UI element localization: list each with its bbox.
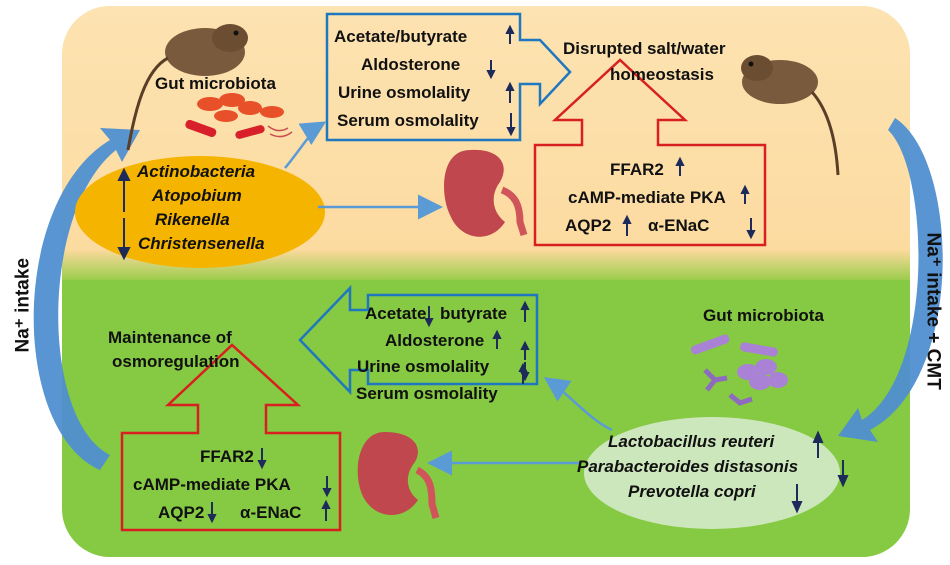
top-outcome-line-1: Disrupted salt/water <box>563 39 726 58</box>
kidney-icon <box>357 432 440 519</box>
bottom-receptor-ffar2: FFAR2 <box>200 447 254 466</box>
bottom-metabolite-4: Serum osmolality <box>356 384 498 403</box>
up-arrow-icon <box>505 81 515 103</box>
top-taxon-2: Atopobium <box>152 186 242 205</box>
top-receptor-aqp2: AQP2 <box>565 216 612 235</box>
top-taxon-1: Actinobacteria <box>137 162 256 181</box>
left-curved-arrow <box>33 128 140 470</box>
right-curved-arrow <box>838 118 943 442</box>
top-metabolite-4: Serum osmolality <box>337 111 479 130</box>
bottom-metabolite-1a: Acetate <box>365 304 427 323</box>
down-arrow-icon <box>257 448 267 470</box>
up-arrow-icon <box>505 24 515 44</box>
right-side-label: Na⁺ intake + CMT <box>922 232 944 390</box>
top-blue-arrow <box>325 12 572 142</box>
top-receptor-pka: cAMP-mediate PKA <box>568 188 726 207</box>
up-arrow-icon <box>492 329 502 349</box>
down-arrow-icon <box>791 484 803 514</box>
up-arrow-icon <box>675 156 685 176</box>
bottom-taxon-2: Parabacteroides distasonis <box>577 457 799 476</box>
bottom-metabolite-1b: butyrate <box>440 304 508 323</box>
top-metabolite-3: Urine osmolality <box>338 83 471 102</box>
up-arrow-icon <box>812 430 824 458</box>
bottom-metabolite-2: Aldosterone <box>385 331 485 350</box>
bottom-outcome-line-1: Maintenance of <box>108 328 232 347</box>
up-arrow-icon <box>518 362 528 384</box>
down-arrow-icon <box>207 502 217 524</box>
gerbil-icon <box>741 55 840 176</box>
up-arrow-icon <box>740 184 750 204</box>
down-arrow-icon <box>506 113 516 137</box>
kidney-icon <box>444 149 528 237</box>
bacteria-icon <box>185 93 293 139</box>
top-metabolite-2: Aldosterone <box>361 55 461 74</box>
top-outcome-line-2: homeostasis <box>610 65 714 84</box>
down-arrow-icon <box>424 306 434 328</box>
top-red-arrow <box>533 58 767 247</box>
bacteria-icon <box>690 334 788 406</box>
up-arrow-icon <box>520 300 530 322</box>
bottom-taxon-1: Lactobacillus reuteri <box>608 432 775 451</box>
bottom-metabolite-3: Urine osmolality <box>357 357 490 376</box>
bottom-taxa-ellipse <box>584 417 840 529</box>
up-arrow-icon <box>622 214 632 236</box>
down-arrow-icon <box>837 460 849 488</box>
up-arrow-icon <box>321 499 331 521</box>
top-taxon-4: Christensenella <box>138 234 265 253</box>
bottom-receptor-aqp2: AQP2 <box>158 503 205 522</box>
down-arrow-icon <box>746 218 756 240</box>
bottom-outcome-line-2: osmoregulation <box>112 352 240 371</box>
bottom-taxon-3: Prevotella copri <box>628 482 756 501</box>
left-side-label: Na⁺ intake <box>12 257 34 353</box>
down-arrow-icon <box>486 60 496 80</box>
up-arrow-icon <box>520 340 530 360</box>
bottom-microbiota-label: Gut microbiota <box>703 306 824 325</box>
bottom-receptor-pka: cAMP-mediate PKA <box>133 475 291 494</box>
bottom-blue-arrow <box>298 284 539 396</box>
connector-taxa-to-metabolites <box>284 121 327 169</box>
down-arrow-icon <box>322 476 332 498</box>
top-taxa-ellipse <box>75 156 325 268</box>
down-arrow-icon <box>117 218 131 261</box>
connector-bottom-taxa-to-metabolites <box>543 377 613 432</box>
top-receptor-ffar2: FFAR2 <box>610 160 664 179</box>
top-taxon-3: Rikenella <box>155 210 230 229</box>
bottom-receptor-enac: α-ENaC <box>240 503 302 522</box>
gerbil-icon <box>126 24 248 151</box>
top-metabolite-1: Acetate/butyrate <box>334 27 468 46</box>
up-arrow-icon <box>117 167 131 212</box>
top-receptor-enac: α-ENaC <box>648 216 710 235</box>
bottom-red-arrow <box>120 343 342 532</box>
top-microbiota-label: Gut microbiota <box>155 74 276 93</box>
